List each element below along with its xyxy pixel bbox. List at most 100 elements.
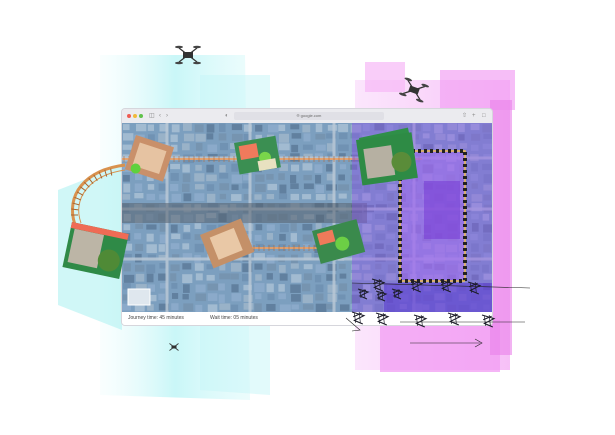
building [302, 294, 313, 304]
building [243, 124, 252, 132]
minimize-button[interactable] [133, 114, 137, 118]
building [219, 273, 231, 280]
building [291, 133, 302, 139]
building [219, 143, 229, 151]
building [255, 184, 266, 193]
close-button[interactable] [127, 114, 131, 118]
building [194, 243, 205, 253]
building [302, 144, 313, 150]
building [182, 123, 192, 131]
building [302, 163, 313, 171]
building [459, 143, 468, 149]
building [158, 293, 165, 300]
building [243, 134, 251, 143]
building [458, 134, 465, 141]
building [171, 124, 180, 133]
building [483, 244, 491, 253]
share-icon[interactable]: ⇧ [462, 113, 468, 119]
sidebar-icon[interactable]: ◫ [149, 113, 155, 119]
building [327, 263, 337, 271]
building [134, 193, 144, 199]
building [375, 263, 382, 270]
building [159, 124, 169, 132]
map-viewport[interactable] [122, 123, 492, 312]
building [422, 133, 430, 139]
building [362, 124, 370, 132]
building [278, 264, 286, 273]
building [266, 303, 276, 311]
building [303, 264, 313, 270]
building [363, 244, 373, 250]
browser-titlebar: ◫ ‹ › ◐ ® google.com ⇧ + □ [122, 109, 492, 123]
building [255, 124, 263, 132]
building [290, 263, 299, 269]
building [194, 223, 202, 229]
building [483, 253, 492, 259]
building [267, 293, 275, 301]
building [146, 233, 154, 242]
maximize-button[interactable] [139, 114, 143, 118]
building [470, 174, 478, 181]
building [375, 193, 384, 201]
building [147, 284, 155, 292]
building [159, 223, 166, 232]
building [231, 124, 243, 131]
building [171, 283, 178, 289]
address-bar[interactable]: ® google.com [234, 112, 384, 120]
scribble-glyph-icon [357, 288, 370, 300]
building [219, 173, 229, 179]
building [447, 123, 458, 131]
building [231, 163, 242, 172]
building [315, 264, 326, 273]
building [326, 164, 333, 172]
building [387, 224, 398, 233]
building [243, 194, 253, 200]
building [471, 133, 481, 141]
add-tab-icon[interactable]: + [472, 113, 476, 119]
building [278, 133, 289, 143]
building [134, 183, 143, 192]
building [350, 273, 362, 280]
building [183, 224, 191, 232]
forward-icon[interactable]: › [166, 113, 168, 119]
tabs-overview-icon[interactable]: □ [482, 113, 486, 119]
building [350, 164, 358, 170]
building [122, 174, 130, 182]
building [123, 263, 131, 272]
building [483, 184, 492, 191]
magenta-block-top-left [365, 62, 405, 92]
building [170, 144, 178, 152]
building [158, 244, 165, 252]
building [290, 223, 297, 232]
building [458, 123, 465, 133]
building [206, 174, 217, 182]
building [266, 283, 274, 293]
building [171, 293, 179, 299]
building [302, 304, 314, 310]
building [410, 124, 421, 132]
building [326, 303, 335, 310]
building [266, 224, 275, 231]
collage-tile [234, 135, 281, 175]
browser-window: ◫ ‹ › ◐ ® google.com ⇧ + □ [122, 109, 492, 325]
building [470, 144, 479, 151]
building [230, 304, 239, 312]
building [206, 133, 214, 140]
building [315, 144, 326, 151]
building [338, 193, 347, 199]
building [351, 194, 359, 201]
map-thumbnail[interactable] [127, 288, 151, 306]
building [207, 304, 218, 312]
building [254, 303, 262, 312]
building [182, 274, 193, 284]
building [243, 284, 252, 291]
building [218, 294, 225, 303]
building [146, 273, 154, 283]
building [123, 133, 134, 141]
building [267, 183, 278, 191]
building [171, 233, 181, 240]
building [158, 183, 168, 191]
building [278, 173, 285, 181]
back-icon[interactable]: ‹ [159, 113, 161, 119]
building [471, 274, 479, 281]
